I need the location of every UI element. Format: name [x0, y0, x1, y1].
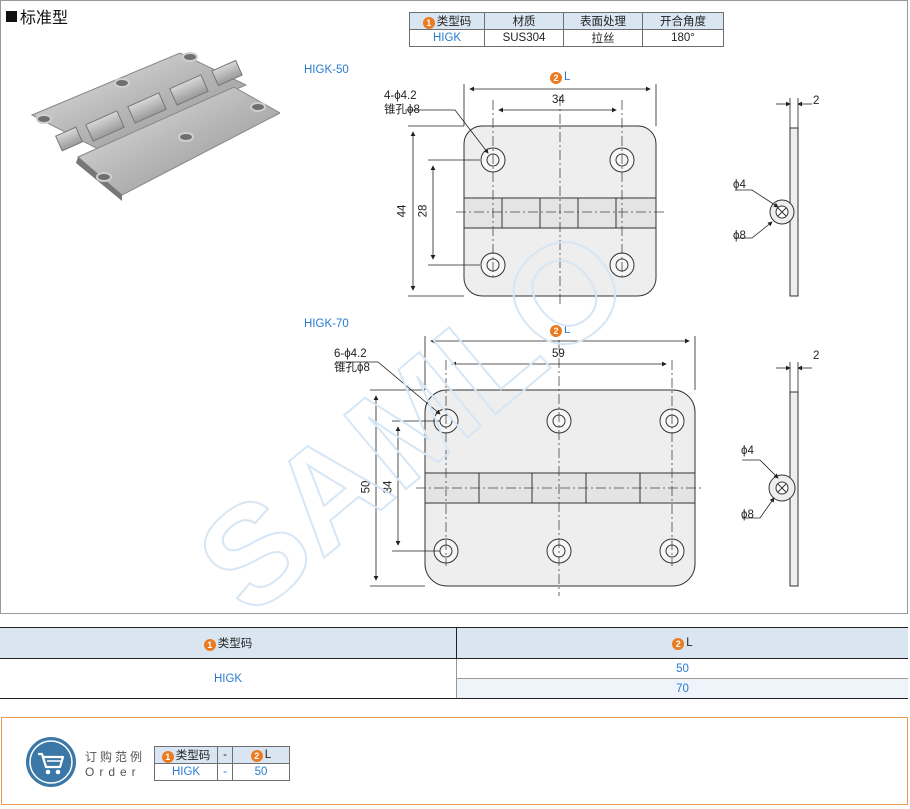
spec-cell-angle: 180°: [642, 29, 724, 47]
side-d2-70: ϕ8: [741, 509, 754, 521]
spec-panel: [0, 0, 908, 614]
order-cell-type: HIGK: [154, 763, 218, 781]
dim-height-50: 44: [396, 204, 409, 218]
marker-1-icon: 1: [422, 17, 435, 29]
hinge-photo: [30, 52, 280, 201]
dim-height-70: 50: [360, 480, 373, 494]
model-label-70: HIGK-70: [304, 318, 349, 330]
order-title-en: Order: [85, 765, 141, 779]
spec-header-finish: 表面处理: [563, 12, 643, 30]
side-d1-50: ϕ4: [733, 179, 746, 191]
side-thk-70: 2: [813, 350, 820, 362]
spec-cell-finish: 拉丝: [563, 29, 643, 47]
spec-header-angle: 开合角度: [642, 12, 724, 30]
order-title-cn: 订购范例: [85, 750, 146, 764]
marker-2-icon: 2: [250, 749, 263, 762]
order-header-sep: -: [217, 746, 233, 764]
drawing-50-side: [769, 127, 799, 297]
side-d1-70: ϕ4: [741, 445, 754, 457]
side-d2-50: ϕ8: [733, 230, 746, 242]
model-label-50: HIGK-50: [304, 64, 349, 76]
order-cell-sep: -: [217, 763, 233, 781]
dim-holes-50: 34: [552, 94, 565, 106]
spec-cell-type: HIGK: [409, 29, 485, 47]
drawing-70-side: [768, 391, 799, 587]
marker-1-icon: 1: [203, 639, 216, 651]
side-thk-50: 2: [813, 95, 820, 107]
spec-cell-material: SUS304: [484, 29, 564, 47]
dim-holev-70: 34: [382, 480, 395, 494]
dim-holev-50: 28: [417, 204, 430, 218]
order-cell-L: 50: [232, 763, 290, 781]
marker-2-icon: 2: [550, 72, 562, 84]
dim-holes-70: 59: [552, 348, 565, 360]
technical-drawings: [336, 84, 812, 596]
sel-cell-L-70: 70: [456, 678, 908, 699]
section-title: 标准型: [6, 4, 68, 28]
shopping-cart-icon: [26, 737, 76, 787]
marker-2-icon: 2: [672, 637, 685, 650]
square-bullet-icon: [6, 10, 17, 22]
marker-2-icon: 2: [550, 325, 562, 337]
sel-cell-type: HIGK: [0, 658, 457, 699]
marker-1-icon: 1: [161, 751, 174, 763]
sel-cell-L-50: 50: [456, 658, 908, 679]
